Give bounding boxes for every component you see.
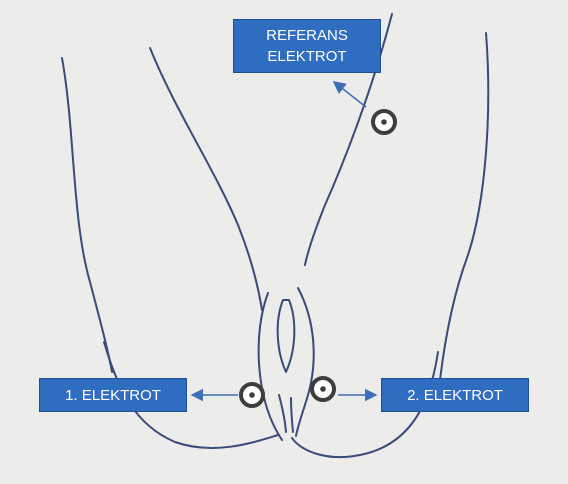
reference-electrode-icon xyxy=(373,111,395,133)
reference-electrode-label: REFERANS ELEKTROT xyxy=(233,19,381,73)
second-electrode-label: 2. ELEKTROT xyxy=(381,378,529,412)
first-electrode-icon xyxy=(241,384,263,406)
second-electrode-icon xyxy=(312,378,334,400)
central-fold-right xyxy=(291,398,293,432)
reference-label-line1: REFERANS xyxy=(266,25,348,46)
central-fold-left xyxy=(279,395,286,432)
inner-outline xyxy=(278,300,295,372)
reference-label-line2: ELEKTROT xyxy=(267,46,346,67)
left-inner-contour xyxy=(150,48,262,310)
left-outer-contour xyxy=(62,58,112,372)
reference-arrow xyxy=(334,82,366,107)
first-electrode-label: 1. ELEKTROT xyxy=(39,378,187,412)
right-outer-contour xyxy=(440,33,488,380)
right-labium xyxy=(296,288,314,436)
